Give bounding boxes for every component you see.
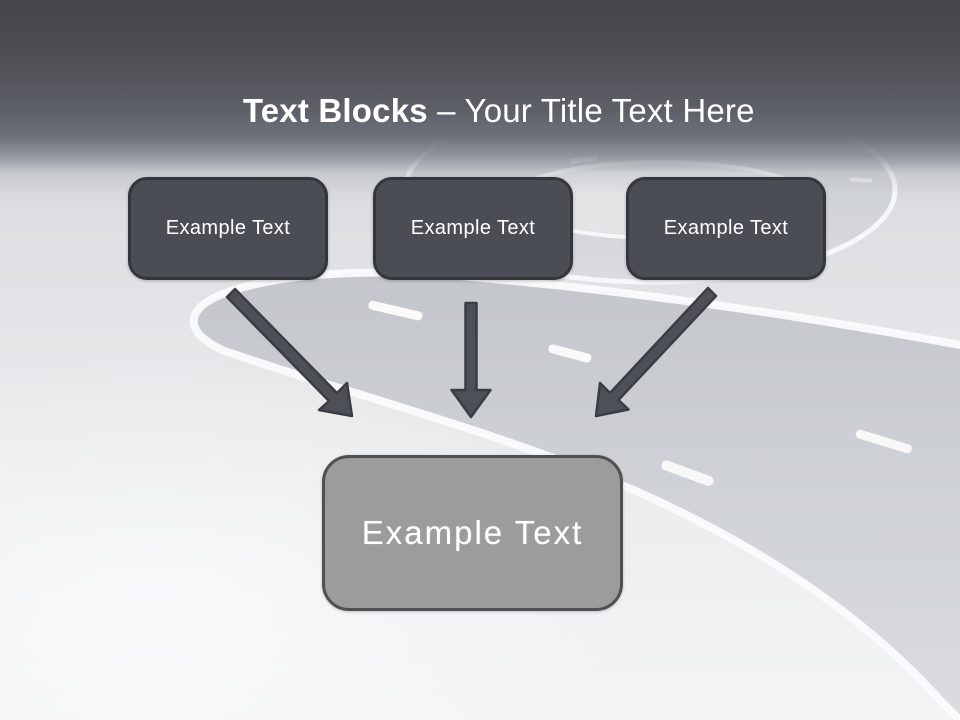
connector-arrows [225, 286, 718, 419]
text-block-1[interactable]: Example Text [128, 177, 328, 280]
lane-dashes [368, 300, 912, 486]
text-block-2-label: Example Text [410, 217, 536, 239]
slide-title-bold: Text Blocks [242, 92, 428, 129]
arrow-down-left-icon [594, 286, 718, 418]
text-block-1-label: Example Text [165, 217, 291, 239]
arrow-down-right-icon [225, 287, 354, 418]
arrow-down-icon [450, 301, 492, 419]
result-block-label: Example Text [361, 514, 584, 551]
slide-title-separator: – [427, 92, 465, 129]
text-block-2[interactable]: Example Text [373, 177, 573, 280]
text-block-3-label: Example Text [663, 217, 789, 239]
slide-title: Text Blocks – Your Title Text Here [0, 54, 960, 168]
slide-title-rest: Your Title Text Here [464, 92, 755, 129]
road-band [189, 268, 960, 720]
text-block-3[interactable]: Example Text [626, 177, 826, 280]
result-block[interactable]: Example Text [322, 455, 623, 611]
